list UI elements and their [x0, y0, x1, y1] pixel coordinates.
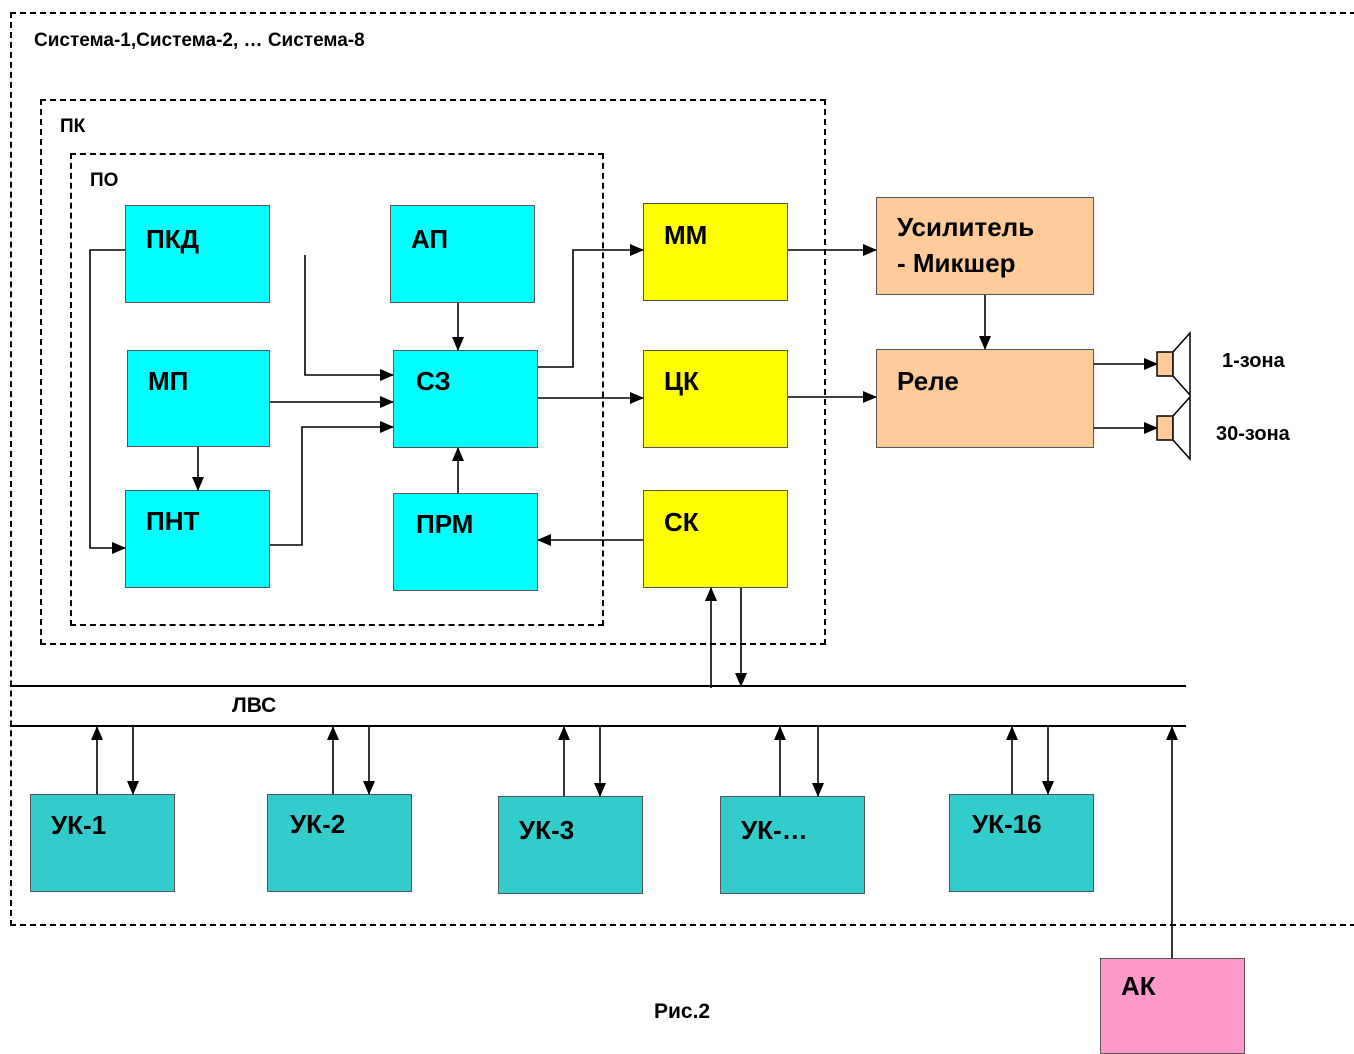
- ak-label: АК: [1121, 971, 1156, 1001]
- amplifier-mixer-block: Усилитель - Микшер: [876, 197, 1094, 295]
- figure-caption: Рис.2: [654, 1000, 711, 1023]
- speaker-zone1-icon: [1156, 331, 1191, 397]
- ck-block: ЦК: [643, 350, 788, 448]
- uk-n-block: УК-…: [720, 796, 865, 894]
- uk-2-block: УК-2: [267, 794, 412, 892]
- uk-3-block: УК-3: [498, 796, 643, 894]
- prm-block: ПРМ: [393, 493, 538, 591]
- uk-16-label: УК-16: [972, 809, 1042, 839]
- pnt-block: ПНТ: [125, 490, 270, 588]
- zone-last-label: 30-зона: [1216, 423, 1290, 445]
- mm-label: ММ: [664, 220, 708, 250]
- mp-block: МП: [127, 350, 270, 447]
- system-title: Система-1,Система-2, … Система-8: [34, 30, 365, 51]
- amplifier-label-line2: - Микшер: [897, 248, 1016, 278]
- ck-label: ЦК: [664, 366, 699, 396]
- uk-1-block: УК-1: [30, 794, 175, 892]
- pkd-block: ПКД: [125, 205, 270, 303]
- ap-block: АП: [390, 205, 535, 303]
- pnt-label: ПНТ: [146, 506, 200, 536]
- pk-label: ПК: [60, 116, 86, 137]
- pkd-to-pnt-link: [89, 249, 126, 554]
- relay-block: Реле: [876, 349, 1094, 448]
- pk-frame: [40, 99, 826, 645]
- system-frame: [10, 12, 1354, 926]
- pkd-to-sz-link: [304, 255, 394, 381]
- uk-16-block: УК-16: [949, 794, 1094, 892]
- relay-label: Реле: [897, 366, 959, 396]
- lan-label: ЛВС: [232, 694, 277, 717]
- pnt-to-sz-link: [270, 421, 394, 546]
- mm-block: ММ: [643, 203, 788, 301]
- zone-first-label: 1-зона: [1222, 350, 1285, 372]
- ap-label: АП: [411, 224, 449, 254]
- speaker-zone30-icon: [1156, 395, 1191, 461]
- pkd-label: ПКД: [146, 224, 200, 254]
- po-frame: [70, 153, 604, 626]
- po-label: ПО: [90, 170, 119, 191]
- uk-3-label: УК-3: [519, 815, 575, 845]
- sk-label: СК: [664, 507, 699, 537]
- sz-block: СЗ: [393, 350, 538, 448]
- uk-1-label: УК-1: [51, 810, 107, 840]
- sz-label: СЗ: [416, 366, 451, 396]
- mp-label: МП: [148, 366, 189, 396]
- uk-n-label: УК-…: [741, 815, 808, 845]
- ak-block: АК: [1100, 958, 1245, 1054]
- prm-label: ПРМ: [416, 509, 474, 539]
- uk-2-label: УК-2: [290, 809, 346, 839]
- amplifier-label-line1: Усилитель: [897, 212, 1035, 242]
- sk-block: СК: [643, 490, 788, 588]
- sz-to-mm-link: [538, 244, 644, 368]
